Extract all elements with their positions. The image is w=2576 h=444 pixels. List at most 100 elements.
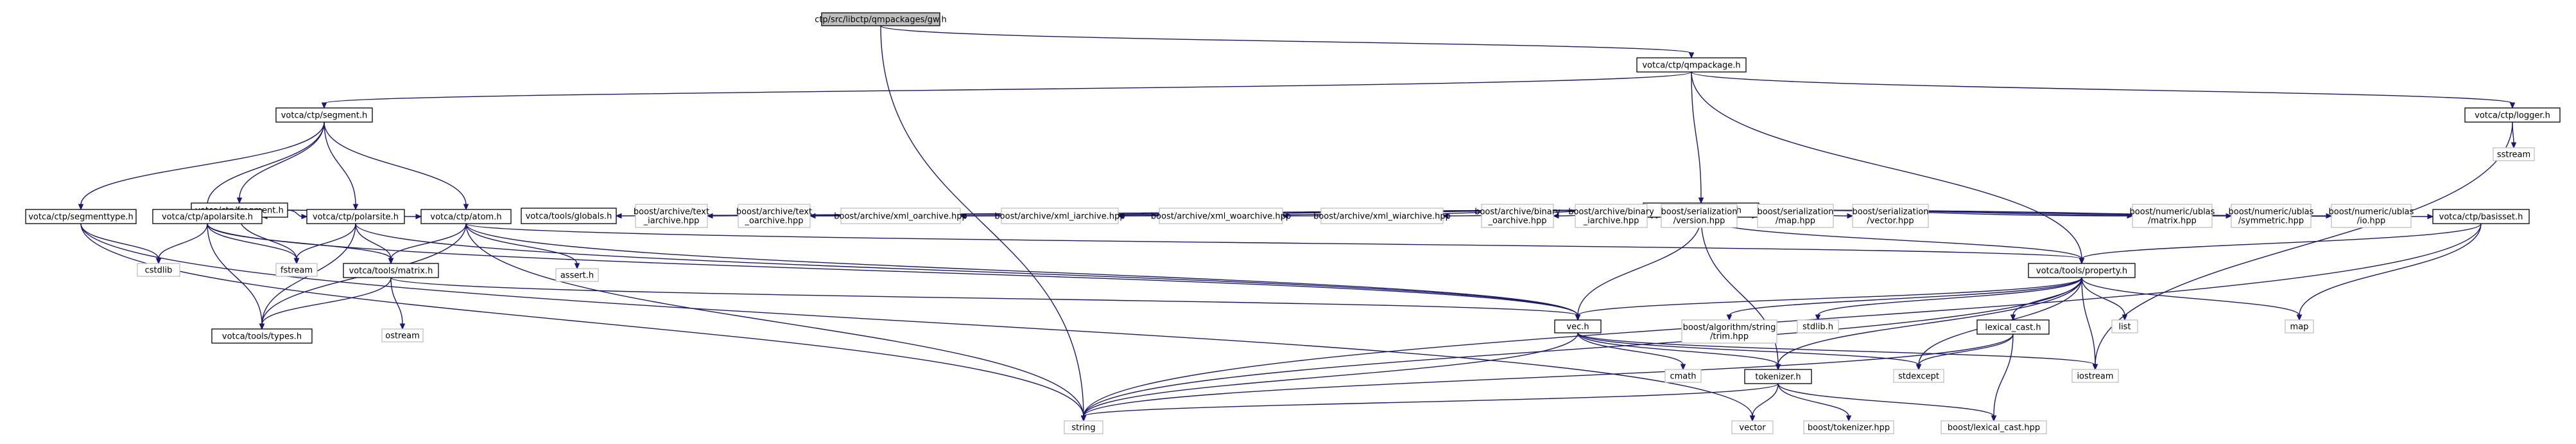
edge-arrowhead [1775, 364, 1781, 371]
node-logger[interactable]: votca/ctp/logger.h [2464, 107, 2561, 123]
edge-property-to-vec [1577, 277, 2082, 316]
edge-polarsite-to-matrix [355, 223, 392, 260]
node-list[interactable]: list [2111, 319, 2138, 333]
node-label: /matrix.hpp [2148, 217, 2197, 226]
node-tokenizer_h[interactable]: tokenizer.h [1744, 369, 1812, 384]
node-iostream[interactable]: iostream [2071, 369, 2119, 383]
edge-property-to-trim [1729, 277, 2082, 316]
node-ublas_io[interactable]: boost/numeric/ublas/io.hpp [2329, 204, 2414, 228]
node-box [1661, 204, 1738, 228]
node-map[interactable]: map [2285, 319, 2314, 333]
node-label: votca/tools/globals.h [526, 212, 612, 222]
node-lexical_cast_h[interactable]: lexical_cast.h [1976, 319, 2050, 335]
node-vec[interactable]: vec.h [1554, 319, 1602, 333]
node-label: ostream [385, 332, 420, 341]
node-polarsite[interactable]: votca/ctp/polarsite.h [306, 209, 405, 224]
node-xml_wiarchive[interactable]: boost/archive/xml_wiarchive.hpp [1313, 208, 1451, 224]
edge-arrowhead [1749, 415, 1756, 422]
node-label: boost/serialization [1661, 208, 1737, 217]
node-types[interactable]: votca/tools/types.h [211, 328, 313, 344]
edge-arrowhead [78, 204, 84, 211]
edge-property-to-map [2081, 277, 2300, 316]
edge-arrowhead [1991, 415, 1997, 422]
edge-arrowhead [1680, 364, 1686, 371]
node-box [1064, 420, 1103, 434]
node-matrix[interactable]: votca/tools/matrix.h [343, 263, 439, 278]
edge-qmpackage-to-orbitals [1691, 71, 1702, 199]
edge-arrowhead [1442, 213, 1449, 219]
edge-gw-to-qmpackage [880, 25, 1692, 54]
node-sstream[interactable]: sstream [2493, 147, 2535, 161]
node-box [1852, 204, 1929, 228]
node-box [2231, 204, 2312, 228]
node-box [1481, 204, 1554, 228]
node-label: boost/archive/text [736, 208, 812, 217]
node-box [1320, 208, 1444, 224]
edge-arrowhead [155, 258, 162, 265]
node-text_oarchive[interactable]: boost/archive/text_oarchive.hpp [736, 204, 812, 228]
node-ser_map[interactable]: boost/serialization/map.hpp [1757, 204, 1834, 228]
node-vector[interactable]: vector [1731, 420, 1774, 434]
edge-tokenizer_h-to-boost_lexical [1777, 383, 1994, 417]
node-ublas_symmetric[interactable]: boost/numeric/ublas/symmetric.hpp [2229, 204, 2314, 228]
node-label: votca/ctp/segmenttype.h [28, 213, 134, 222]
node-binary_iarchive[interactable]: boost/archive/binary_iarchive.hpp [1568, 204, 1654, 228]
node-label: boost/tokenizer.hpp [1808, 423, 1890, 433]
node-cstdlib[interactable]: cstdlib [137, 263, 180, 277]
edge-atom-to-vec [465, 223, 1578, 316]
node-ser_version[interactable]: boost/serialization/version.hpp [1661, 204, 1738, 228]
edge-vec-to-stdexcept [1577, 332, 1919, 366]
node-boost_lexical[interactable]: boost/lexical_cast.hpp [1941, 420, 2047, 434]
edge-arrowhead [2122, 314, 2128, 321]
node-box [211, 328, 313, 344]
node-qmpackage[interactable]: votca/ctp/qmpackage.h [1636, 57, 1747, 73]
node-label: sstream [2497, 150, 2530, 160]
node-xml_iarchive[interactable]: boost/archive/xml_iarchive.hpp [994, 208, 1125, 224]
node-stdexcept[interactable]: stdexcept [1893, 369, 1944, 383]
node-box [1575, 204, 1648, 228]
node-label: votca/ctp/polarsite.h [313, 213, 399, 222]
edge-arrowhead [2010, 314, 2016, 321]
node-label: boost/numeric/ublas [2329, 208, 2414, 217]
edge-arrowhead [463, 204, 469, 211]
node-xml_oarchive[interactable]: boost/archive/xml_oarchive.hpp [834, 208, 967, 224]
node-segment[interactable]: votca/ctp/segment.h [275, 107, 373, 123]
node-box [1757, 204, 1834, 228]
node-box [137, 263, 180, 277]
node-ser_vector[interactable]: boost/serialization/vector.hpp [1852, 204, 1929, 228]
node-binary_oarchive[interactable]: boost/archive/binary_oarchive.hpp [1474, 204, 1560, 228]
node-gw[interactable]: ctp/src/libctp/qmpackages/gw.h [815, 12, 947, 26]
node-stdlib[interactable]: stdlib.h [1797, 319, 1839, 333]
node-fstream[interactable]: fstream [275, 263, 318, 277]
edge-qmpackage-to-property [1691, 71, 2082, 260]
edge-orbitals-to-vec [1577, 217, 1702, 316]
node-trim[interactable]: boost/algorithm/string/trim.hpp [1681, 319, 1777, 344]
node-assert[interactable]: assert.h [555, 268, 599, 282]
node-xml_woarchive[interactable]: boost/archive/xml_woarchive.hpp [1151, 208, 1291, 224]
node-segmenttype[interactable]: votca/ctp/segmenttype.h [25, 209, 137, 224]
edge-arrowhead [399, 323, 406, 330]
node-label: map [2290, 323, 2309, 332]
node-basisset[interactable]: votca/ctp/basisset.h [2432, 209, 2530, 224]
node-string[interactable]: string [1064, 420, 1103, 434]
node-property[interactable]: votca/tools/property.h [2028, 263, 2136, 278]
edge-lexical_cast_h-to-stdexcept [1918, 333, 2014, 366]
node-boost_tokenizer[interactable]: boost/tokenizer.hpp [1803, 420, 1894, 434]
node-ostream[interactable]: ostream [381, 328, 424, 342]
edge-fragment-to-polarsite [287, 209, 303, 217]
node-globals[interactable]: votca/tools/globals.h [521, 208, 617, 224]
edge-vec-to-tokenizer_h [1577, 332, 1779, 366]
node-label: cstdlib [145, 266, 173, 276]
edge-vec-to-string [1083, 332, 1578, 417]
node-apolarsite[interactable]: votca/ctp/apolarsite.h [152, 209, 263, 224]
node-text_iarchive[interactable]: boost/archive/text_iarchive.hpp [634, 204, 709, 228]
node-label: cmath [1670, 372, 1696, 382]
node-ublas_matrix[interactable]: boost/numeric/ublas/matrix.hpp [2130, 204, 2215, 228]
node-box [1681, 319, 1777, 344]
edge-arrowhead [959, 213, 966, 219]
edge-property-to-stdlib [1817, 277, 2082, 316]
node-cmath[interactable]: cmath [1664, 369, 1702, 383]
node-box [2493, 147, 2535, 161]
node-atom[interactable]: votca/ctp/atom.h [420, 209, 512, 224]
edge-qmpackage-to-segment [324, 71, 1692, 104]
